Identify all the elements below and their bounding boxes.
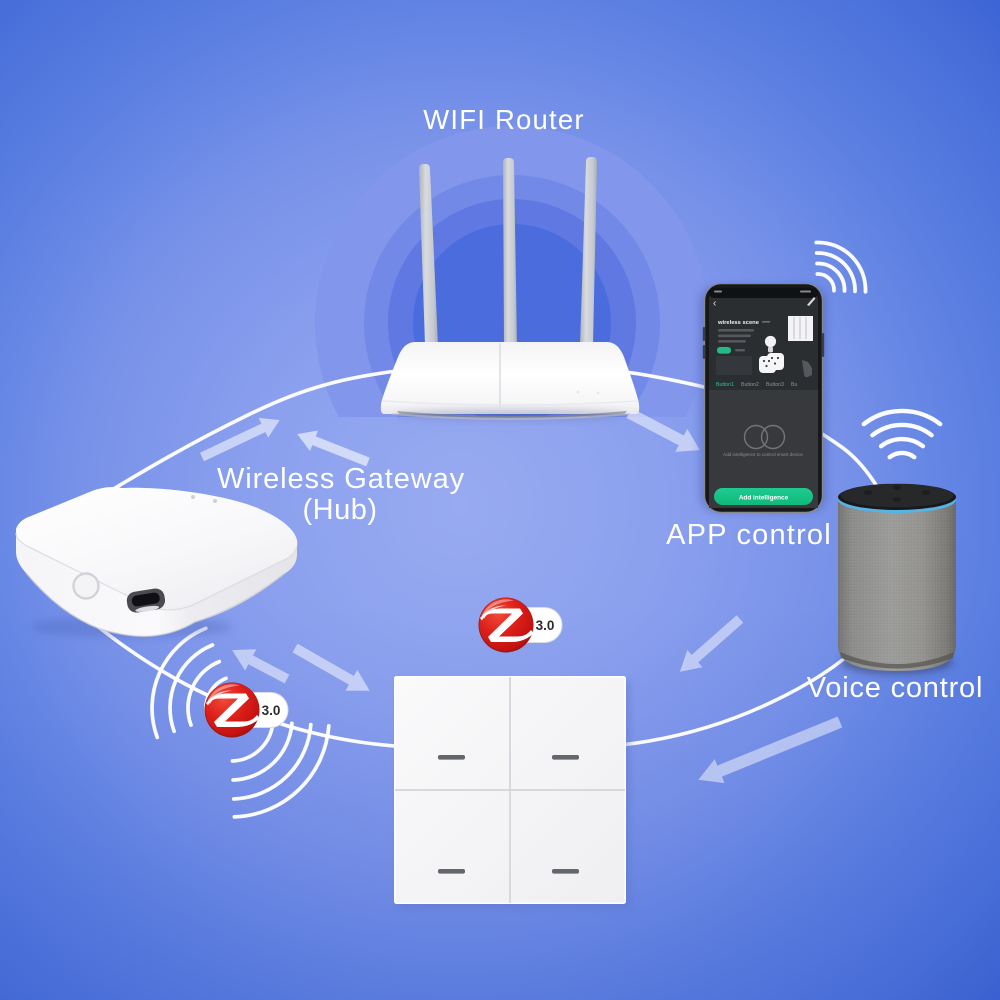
svg-text:Voice control: Voice control — [807, 672, 983, 704]
svg-text:APP control: APP control — [666, 519, 832, 551]
svg-text:3.0: 3.0 — [536, 618, 555, 633]
svg-text:Wireless Gateway: Wireless Gateway — [217, 463, 465, 495]
svg-text:(Hub): (Hub) — [302, 494, 377, 526]
svg-text:3.0: 3.0 — [262, 703, 281, 718]
svg-text:Button1: Button1 — [716, 382, 734, 388]
svg-text:WIFI Router: WIFI Router — [423, 104, 584, 135]
svg-text:Button3: Button3 — [766, 382, 784, 388]
svg-text:Bu: Bu — [791, 382, 797, 388]
svg-text:Add intelligence to control sm: Add intelligence to control smart device — [723, 452, 803, 457]
svg-text:wireless scene: wireless scene — [717, 320, 760, 326]
svg-text:Add intelligence: Add intelligence — [739, 495, 789, 502]
svg-text:Button2: Button2 — [741, 382, 759, 388]
svg-text:‹: ‹ — [713, 298, 716, 309]
